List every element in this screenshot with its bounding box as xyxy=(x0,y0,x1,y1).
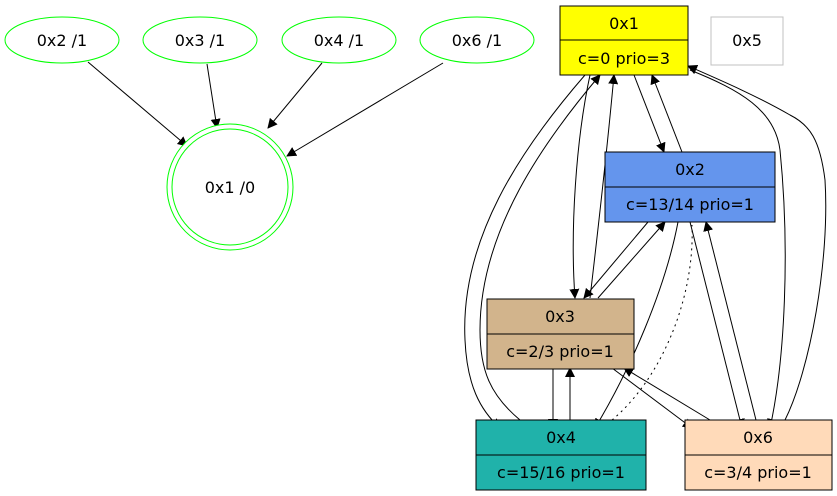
edge-n1-n2 xyxy=(633,74,666,153)
node-0x1-target[interactable]: 0x1 /0 xyxy=(166,123,294,251)
node-0x4-source[interactable]: 0x4 /1 xyxy=(281,16,397,64)
node-0x4[interactable]: 0x4 c=15/16 prio=1 xyxy=(475,419,647,491)
node-title: 0x2 xyxy=(675,160,705,179)
node-label: 0x4 /1 xyxy=(314,31,364,50)
right-graph: 0x1 c=0 prio=3 0x5 0x2 c=13/14 prio=1 0x… xyxy=(464,5,833,491)
node-label: 0x1 /0 xyxy=(205,178,255,197)
left-graph: 0x2 /1 0x3 /1 0x4 /1 0x6 /1 0x1 /0 xyxy=(4,16,535,251)
node-label: 0x3 /1 xyxy=(175,31,225,50)
node-detail: c=3/4 prio=1 xyxy=(704,463,812,482)
edge-n3-n6 xyxy=(611,367,693,429)
edge-n2-n1 xyxy=(650,74,683,153)
edge-s2-t1 xyxy=(87,61,188,147)
node-title: 0x4 xyxy=(546,428,576,447)
node-0x1[interactable]: 0x1 c=0 prio=3 xyxy=(559,5,689,76)
node-detail: c=13/14 prio=1 xyxy=(626,195,754,214)
edge-n2-n6 xyxy=(689,221,745,429)
node-0x2-source[interactable]: 0x2 /1 xyxy=(4,16,120,64)
node-0x3[interactable]: 0x3 c=2/3 prio=1 xyxy=(486,298,635,370)
node-title: 0x1 xyxy=(609,14,639,33)
node-label: 0x2 /1 xyxy=(37,31,87,50)
edge-n1-n4 xyxy=(464,74,586,429)
edge-n6-n3 xyxy=(623,367,711,421)
edge-n4-n1 xyxy=(479,74,601,421)
edge-n1-n6 xyxy=(689,69,786,429)
node-detail: c=15/16 prio=1 xyxy=(497,463,625,482)
node-title: 0x3 xyxy=(545,307,575,326)
node-label: 0x5 xyxy=(732,31,762,50)
edge-n3-n2 xyxy=(597,221,666,299)
node-0x2[interactable]: 0x2 c=13/14 prio=1 xyxy=(604,151,776,223)
edge-n4-n2-dotted xyxy=(611,224,693,421)
edge-s4-t1 xyxy=(267,62,323,129)
edge-n2-n3 xyxy=(583,221,649,299)
right-graph-edges xyxy=(464,65,827,429)
edge-n1-n3 xyxy=(569,74,591,299)
edge-s6-t1 xyxy=(286,62,444,157)
node-title: 0x6 xyxy=(743,428,773,447)
node-label: 0x6 /1 xyxy=(452,31,502,50)
edge-n2-n4 xyxy=(594,221,679,429)
edge-n6-n1 xyxy=(687,65,827,421)
node-detail: c=2/3 prio=1 xyxy=(506,342,614,361)
node-0x6[interactable]: 0x6 c=3/4 prio=1 xyxy=(684,419,833,491)
node-0x3-source[interactable]: 0x3 /1 xyxy=(142,16,258,64)
edge-s3-t1 xyxy=(206,63,221,129)
node-0x5[interactable]: 0x5 xyxy=(710,16,784,66)
node-0x6-source[interactable]: 0x6 /1 xyxy=(419,16,535,64)
edge-n3-n1 xyxy=(589,74,619,299)
edge-n6-n2 xyxy=(703,221,757,421)
node-detail: c=0 prio=3 xyxy=(578,49,670,68)
